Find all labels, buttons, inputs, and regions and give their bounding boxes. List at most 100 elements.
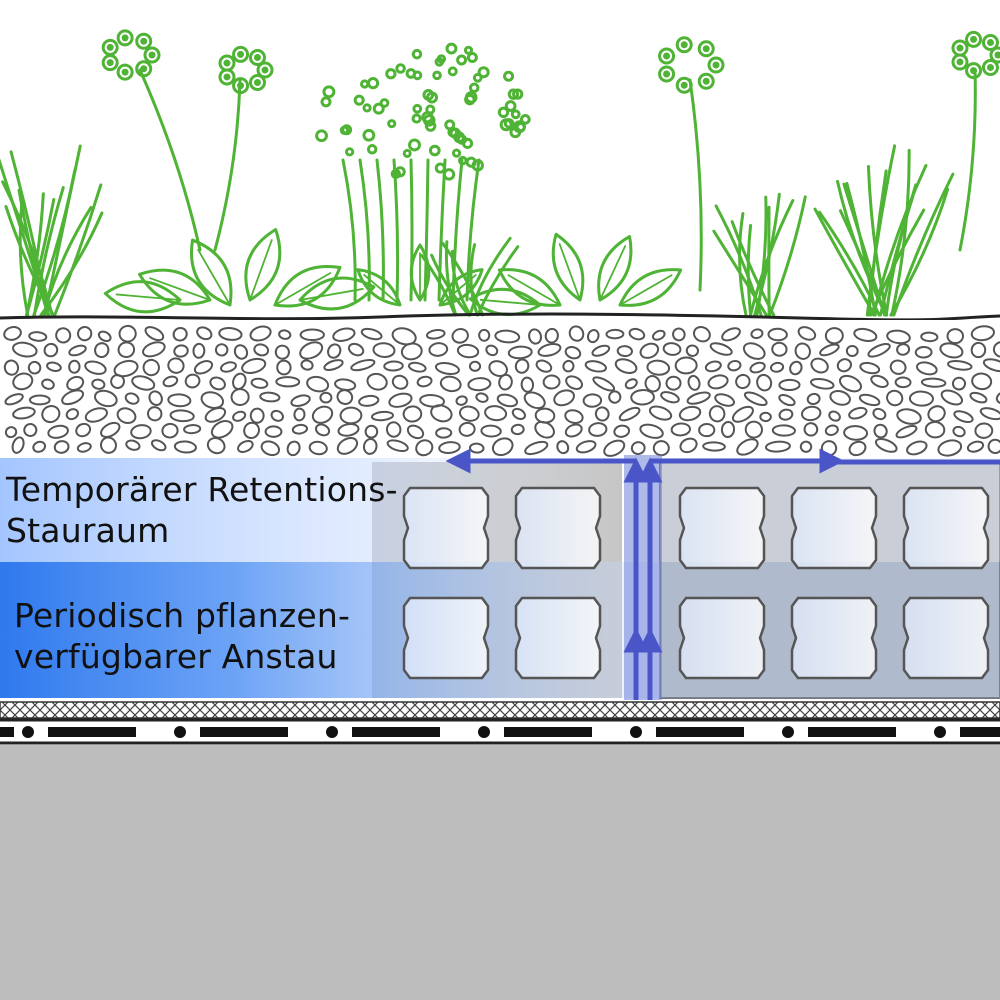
allium-floret <box>408 138 421 152</box>
gravel-stone <box>542 374 561 390</box>
gravel-stone <box>402 405 423 423</box>
drainage-cell <box>402 596 490 680</box>
gravel-stone <box>568 325 585 342</box>
gravel-stone <box>291 423 309 435</box>
gravel-stone <box>824 327 844 345</box>
gravel-stone <box>434 361 460 375</box>
gravel-stone <box>204 406 227 423</box>
flower-bloom-center <box>148 51 156 59</box>
gravel-stone <box>23 423 38 438</box>
gravel-stone <box>639 423 664 439</box>
allium-floret <box>362 103 372 113</box>
grass-blade <box>892 172 955 317</box>
gravel-stone <box>491 437 514 457</box>
gravel-stone <box>306 375 330 393</box>
gravel-stone <box>870 374 889 388</box>
gravel-stone <box>116 407 137 424</box>
allium-stem <box>451 158 464 302</box>
flower-bloom-center <box>121 68 129 76</box>
membrane-dash <box>200 727 288 737</box>
gravel-stone <box>416 375 433 388</box>
grass-blade <box>768 195 807 317</box>
gravel-stone <box>940 389 964 406</box>
membrane-dot <box>22 726 34 738</box>
membrane-dot <box>782 726 794 738</box>
grass-blade <box>9 150 50 317</box>
allium-floret <box>379 98 390 108</box>
gravel-stone <box>485 344 499 357</box>
gravel-stone <box>678 405 702 422</box>
gravel-stone <box>937 439 963 457</box>
allium-stem <box>392 158 400 302</box>
gravel-stone <box>336 389 354 405</box>
gravel-stone <box>77 325 93 342</box>
gravel-stone <box>147 406 163 422</box>
gravel-stone <box>364 424 379 439</box>
gravel-stone <box>43 342 59 358</box>
gravel-stone <box>771 424 796 437</box>
gravel-stone <box>731 405 754 423</box>
membrane-dot <box>630 726 642 738</box>
flower-bloom <box>697 40 715 58</box>
flower-bloom-center <box>986 38 994 46</box>
gravel-stone <box>293 407 306 422</box>
gravel-stone <box>458 405 480 422</box>
flower-bloom-center <box>237 50 245 58</box>
leaf-vein <box>479 298 541 306</box>
gravel-stone <box>744 420 763 439</box>
allium-stem <box>375 158 385 302</box>
gravel-stone <box>806 392 821 406</box>
allium-stem <box>465 158 481 302</box>
gravel-stone <box>84 407 108 423</box>
gravel-stone <box>167 393 192 408</box>
gravel-stone <box>276 359 292 376</box>
gravel-stone <box>764 440 791 453</box>
drainage-cell <box>678 596 766 680</box>
membrane-dash <box>0 727 14 737</box>
gravel-stone <box>425 329 446 340</box>
gravel-stone <box>914 346 933 359</box>
gravel-stone <box>767 327 788 342</box>
gravel-stone <box>388 392 413 408</box>
flower-bloom-center <box>702 45 710 53</box>
gravel-stone <box>167 357 185 374</box>
gravel-stone <box>46 361 62 372</box>
allium-floret <box>353 94 365 106</box>
gravel-stone <box>843 425 869 441</box>
drainage-cell <box>678 486 766 570</box>
gravel-stone <box>886 329 911 345</box>
gravel-stone <box>366 372 388 391</box>
gravel-stone <box>924 420 946 439</box>
gravel-stone <box>616 345 633 358</box>
flower-bloom <box>248 48 266 66</box>
gravel-stone <box>614 358 638 374</box>
gravel-stone <box>144 326 165 342</box>
allium-floret <box>464 91 478 104</box>
gravel-stone <box>220 361 237 373</box>
grass-blade <box>738 212 748 317</box>
gravel-stone <box>218 326 243 341</box>
drainage-cell <box>790 596 878 680</box>
gravel-stone <box>556 440 570 455</box>
gravel-stone <box>704 360 722 373</box>
flower-bloom <box>658 47 676 65</box>
membrane-dash <box>48 727 136 737</box>
allium-floret <box>461 137 474 149</box>
flower-bloom-center <box>994 51 1000 59</box>
leaf-vein <box>115 293 181 301</box>
gravel-stone <box>84 360 107 375</box>
allium-floret <box>411 113 422 124</box>
gravel-stone <box>327 343 342 359</box>
gravel-stone <box>475 392 489 403</box>
allium-floret <box>515 122 526 133</box>
gravel-stone <box>264 425 283 438</box>
gravel-stone <box>702 441 726 452</box>
gravel-stone <box>230 388 250 407</box>
gravel-stone <box>759 411 772 423</box>
gravel-stone <box>613 424 631 438</box>
gravel-stone <box>110 373 125 389</box>
allium-floret <box>507 88 520 100</box>
allium-floret <box>387 119 397 129</box>
gravel-stone <box>608 390 622 404</box>
gravel-stone <box>953 410 974 424</box>
